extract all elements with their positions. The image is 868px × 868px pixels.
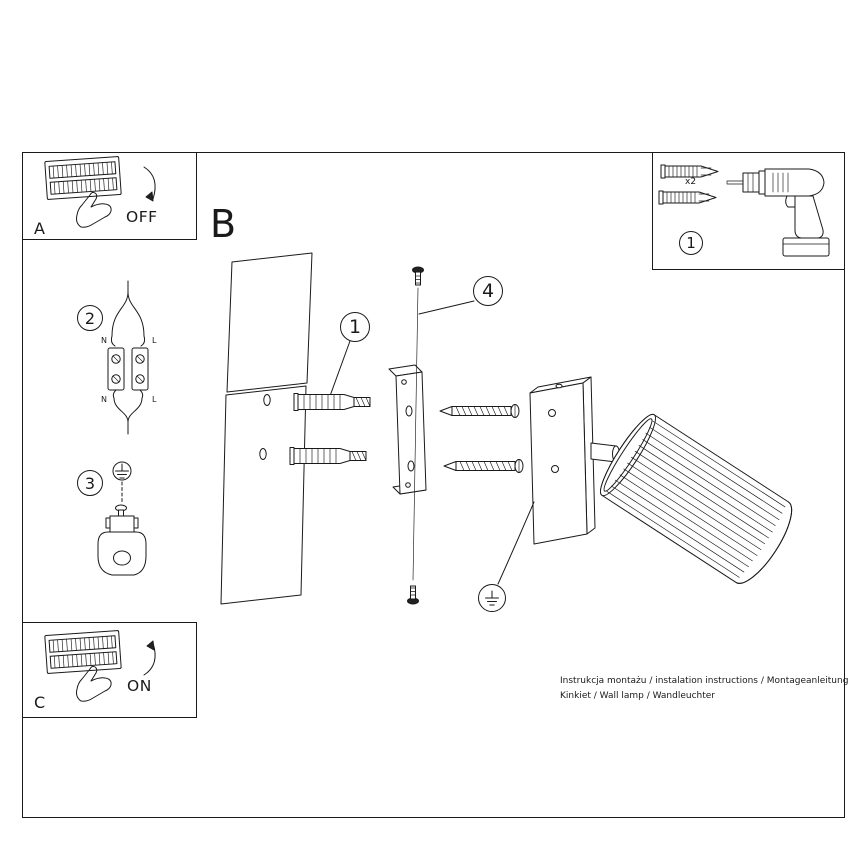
step-b-label: B (210, 202, 237, 246)
drill-icon (726, 168, 830, 257)
parts-qty-label: x2 (685, 177, 697, 187)
step-2-circle: 2 (77, 305, 103, 331)
parts-callout-1-circle: 1 (679, 231, 703, 255)
wall-anchor-2 (289, 447, 367, 465)
exploded-view-illustration (220, 252, 793, 612)
breaker-on-illustration (44, 630, 156, 702)
screw-axis-line (412, 287, 419, 581)
wire-label-n-top: N (101, 336, 107, 345)
wall-anchor-1 (293, 393, 371, 411)
step-3-circle: 3 (77, 470, 103, 496)
parts-callout-1: 1 (686, 234, 696, 252)
footer-text: Instrukcja montażu / instalation instruc… (560, 674, 848, 704)
terminal-block (107, 347, 149, 391)
lamp-shade (600, 413, 793, 584)
rotate-on-arrow-icon (143, 640, 156, 676)
cover-screw-top (412, 266, 424, 286)
ground-clamp-illustration (97, 461, 147, 576)
mounting-bracket (388, 364, 427, 495)
rotate-off-arrow-icon (143, 166, 156, 202)
callout-4-pointer (418, 300, 475, 315)
step-3-number: 3 (84, 473, 96, 493)
wire-label-n-bottom: N (101, 395, 107, 404)
step-c-label: C (34, 693, 46, 712)
pointing-hand-icon (76, 191, 112, 228)
callout-4-circle: 4 (473, 276, 503, 306)
cover-screw-bottom (407, 585, 419, 605)
mounting-screw-1 (439, 404, 520, 418)
footer-line-2: Kinkiet / Wall lamp / Wandleuchter (560, 691, 716, 701)
panel-c-power-on: C ON (22, 622, 197, 718)
parts-box: x2 1 (652, 152, 845, 270)
callout-1-number: 1 (348, 316, 362, 338)
on-label: ON (127, 677, 152, 695)
clamp-body (97, 515, 147, 576)
wire-label-l-bottom: L (152, 395, 157, 404)
wiring-illustration: N L N L (101, 280, 157, 435)
step-a-label: A (34, 219, 45, 238)
callout-1-circle: 1 (340, 312, 370, 342)
breaker-panel (44, 630, 122, 674)
pointing-hand-icon (76, 665, 112, 702)
footer-line-1: Instrukcja montażu / instalation instruc… (560, 676, 849, 686)
earth-symbol-icon (112, 461, 132, 481)
callout-1-pointer (329, 340, 351, 397)
breaker-off-illustration (44, 156, 156, 228)
wall-plug-icon-2 (658, 190, 717, 205)
ground-pointer (497, 501, 535, 585)
callout-4-number: 4 (481, 280, 495, 302)
lamp-base (529, 376, 596, 545)
breaker-panel (44, 156, 122, 200)
step-2-number: 2 (84, 308, 96, 328)
ground-symbol (478, 584, 506, 612)
wall-plug-icons (658, 164, 719, 205)
mounting-screw-2 (443, 459, 524, 473)
off-label: OFF (126, 208, 158, 226)
wire-label-l-top: L (152, 336, 157, 345)
wall-panel (220, 252, 313, 605)
panel-a-power-off: A OFF (22, 152, 197, 240)
